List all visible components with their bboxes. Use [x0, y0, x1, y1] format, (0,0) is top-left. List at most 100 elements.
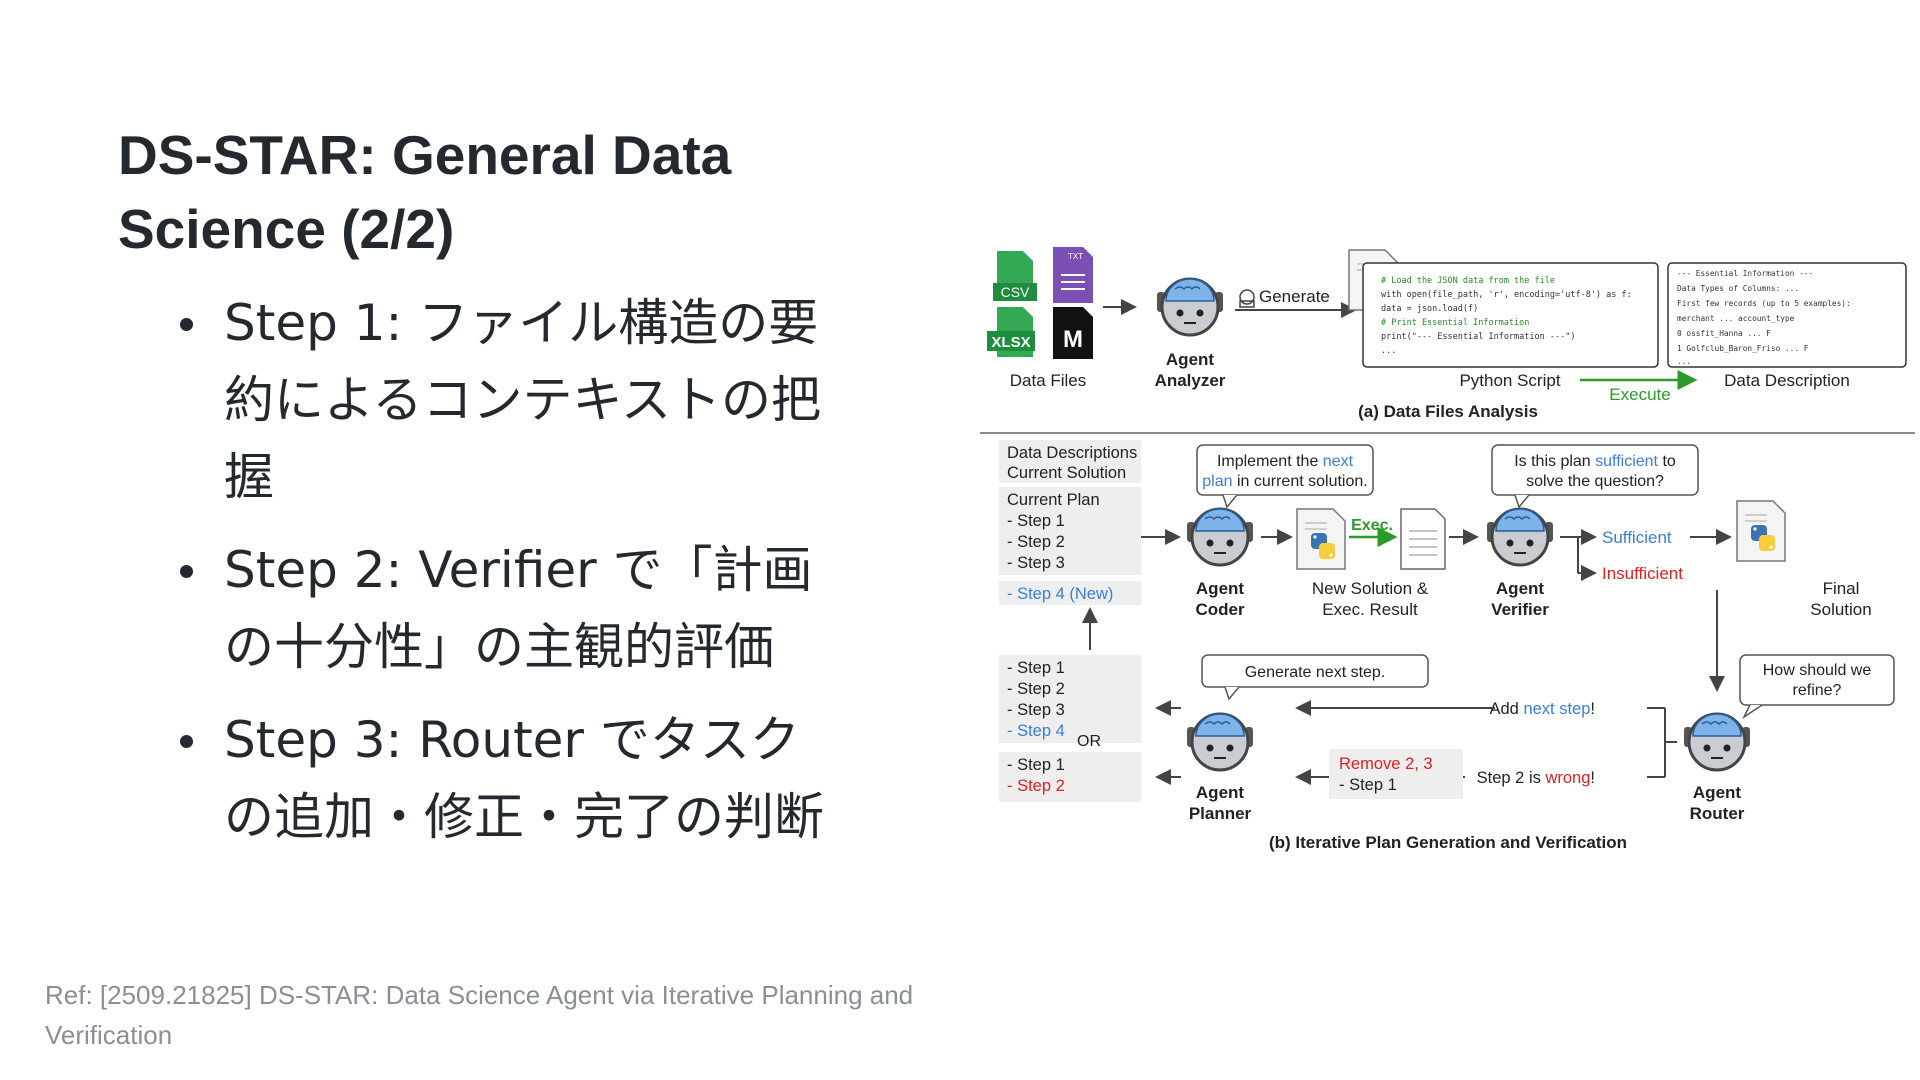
router-bubble-line-1: How should we — [1763, 662, 1872, 679]
agent-router-robot-icon — [1682, 712, 1752, 772]
plan-box-line: Current Plan — [1007, 491, 1100, 509]
txt-file-icon: TXT — [1053, 247, 1093, 303]
final-solution-label-2: Solution — [1810, 600, 1871, 619]
bullet-item: Step 1: ファイル構造の要約によるコンテキストの把握 — [180, 285, 840, 516]
add-next-step-blue: next step — [1523, 700, 1590, 718]
plan-box-line: - Step 2 — [1007, 533, 1065, 551]
code-line: data = json.load(f) — [1381, 304, 1478, 314]
robot-small-icon — [1239, 289, 1255, 308]
coder-bubble-plan: plan — [1202, 473, 1232, 490]
result-file-icon — [1400, 508, 1446, 570]
coder-bubble-text: Implement the — [1217, 453, 1323, 470]
plan-box-line: - Step 3 — [1007, 554, 1065, 572]
bullet-dot-icon — [180, 565, 193, 578]
agent-verifier-label-2: Verifier — [1491, 600, 1549, 619]
bullet-text: Step 2: Verifier で「計画の十分性」の主観的評価 — [224, 541, 813, 676]
desc-line: First few records (up to 5 examples): — [1677, 299, 1851, 308]
router-speech-bubble: How should we refine? — [1739, 654, 1895, 720]
svg-text:Implement the next: Implement the next — [1217, 453, 1354, 470]
desc-line: Data Types of Columns: ... — [1677, 284, 1799, 293]
code-line: with open(file_path, 'r', encoding='utf-… — [1381, 290, 1632, 300]
verifier-bubble-text: Is this plan — [1514, 453, 1595, 470]
generate-label: Generate — [1259, 287, 1330, 306]
input-box-line-1: Data Descriptions — [1007, 444, 1137, 462]
reference-citation: Ref: [2509.21825] DS-STAR: Data Science … — [45, 980, 914, 1050]
agent-router-label-2: Router — [1690, 804, 1745, 823]
new-solution-label-1: New Solution & — [1312, 579, 1429, 598]
new-step-label: - Step 4 (New) — [1007, 585, 1113, 603]
svg-text:Add next step!: Add next step! — [1489, 700, 1595, 718]
xlsx-icon-label: XLSX — [991, 334, 1030, 351]
verifier-bubble-sufficient: sufficient — [1595, 453, 1658, 470]
agent-verifier-label-1: Agent — [1496, 579, 1545, 598]
bullet-text: Step 3: Router でタスクの追加・修正・完了の判断 — [224, 711, 824, 846]
coder-bubble-next: next — [1323, 453, 1354, 470]
planner-speech-bubble: Generate next step. — [1201, 654, 1429, 701]
fix-plan-line: - Step 1 — [1007, 756, 1065, 774]
agent-planner-label-1: Agent — [1196, 783, 1245, 802]
exec-label: Exec. — [1351, 517, 1393, 534]
csv-icon-label: CSV — [1001, 284, 1030, 300]
txt-icon-label: TXT — [1068, 252, 1083, 261]
final-solution-python-icon — [1736, 500, 1786, 562]
python-script-label: Python Script — [1459, 371, 1560, 390]
code-line: # Print Essential Information — [1381, 318, 1529, 328]
diagram-svg: CSV TXT XLSX M Data Files Agent Analyzer… — [980, 247, 1915, 852]
new-solution-label-2: Exec. Result — [1322, 600, 1418, 619]
svg-text:plan in current solution.: plan in current solution. — [1202, 473, 1367, 490]
remove-box-line-1: Remove 2, 3 — [1339, 755, 1433, 773]
add-plan-line: - Step 3 — [1007, 701, 1065, 719]
svg-text:Step 2 is wrong!: Step 2 is wrong! — [1477, 769, 1595, 787]
desc-line: 1 Golfclub_Baron_Friso ... F — [1677, 344, 1809, 353]
planner-bubble-text: Generate next step. — [1245, 664, 1386, 681]
python-script-box: # Load the JSON data from the file with … — [1348, 249, 1659, 368]
add-next-step-excl: ! — [1590, 700, 1595, 718]
code-line: # Load the JSON data from the file — [1381, 276, 1555, 286]
agent-verifier-robot-icon — [1485, 507, 1555, 567]
verifier-bubble-to: to — [1658, 453, 1676, 470]
plan-box-line: - Step 1 — [1007, 512, 1065, 530]
add-plan-line: - Step 4 — [1007, 722, 1065, 740]
add-plan-line: - Step 2 — [1007, 680, 1065, 698]
ds-star-figure: CSV TXT XLSX M Data Files Agent Analyzer… — [975, 245, 1920, 870]
bullet-text: Step 1: ファイル構造の要約によるコンテキストの把握 — [224, 294, 821, 506]
desc-line: --- Essential Information --- — [1677, 269, 1813, 278]
agent-planner-robot-icon — [1185, 712, 1255, 772]
slide-title: DS-STAR: General Data Science (2/2) — [118, 124, 732, 260]
agent-coder-label-2: Coder — [1195, 600, 1245, 619]
add-next-step-text: Add — [1489, 700, 1523, 718]
bullet-list: Step 1: ファイル構造の要約によるコンテキストの把握 Step 2: Ve… — [180, 285, 840, 872]
verifier-speech-bubble: Is this plan sufficient to solve the que… — [1491, 444, 1699, 509]
caption-b: (b) Iterative Plan Generation and Verifi… — [1269, 833, 1627, 852]
or-label: OR — [1077, 733, 1101, 750]
data-description-label: Data Description — [1724, 371, 1850, 390]
svg-text:Is this plan sufficient to: Is this plan sufficient to — [1514, 453, 1676, 470]
bullet-dot-icon — [180, 318, 193, 331]
desc-line: merchant ... account_type — [1677, 314, 1795, 323]
bullet-item: Step 3: Router でタスクの追加・修正・完了の判断 — [180, 702, 840, 856]
agent-planner-label-2: Planner — [1189, 804, 1252, 823]
code-line: print("--- Essential Information ---") — [1381, 332, 1575, 342]
step-wrong-text: Step 2 is — [1477, 769, 1546, 787]
router-bubble-line-2: refine? — [1793, 682, 1842, 699]
markdown-icon-label: M — [1063, 326, 1083, 353]
agent-coder-robot-icon — [1185, 507, 1255, 567]
sufficient-label: Sufficient — [1602, 528, 1672, 547]
agent-router-label-1: Agent — [1693, 783, 1742, 802]
coder-speech-bubble: Implement the next plan in current solut… — [1196, 444, 1374, 509]
csv-file-icon: CSV — [993, 251, 1037, 301]
desc-line: ... — [1677, 357, 1691, 366]
bullet-dot-icon — [180, 735, 193, 748]
verifier-bubble-line-2: solve the question? — [1526, 473, 1664, 490]
step-wrong-red: wrong — [1544, 769, 1590, 787]
caption-a: (a) Data Files Analysis — [1358, 402, 1538, 421]
add-plan-line: - Step 1 — [1007, 659, 1065, 677]
agent-analyzer-robot-icon — [1155, 277, 1225, 337]
input-box-line-2: Current Solution — [1007, 464, 1126, 482]
agent-coder-label-1: Agent — [1196, 579, 1245, 598]
data-files-label: Data Files — [1010, 371, 1087, 390]
agent-analyzer-label-1: Agent — [1166, 350, 1215, 369]
desc-line: 0 ossfit_Hanna ... F — [1677, 329, 1771, 338]
coder-bubble-rest: in current solution. — [1233, 473, 1368, 490]
agent-analyzer-label-2: Analyzer — [1155, 371, 1226, 390]
